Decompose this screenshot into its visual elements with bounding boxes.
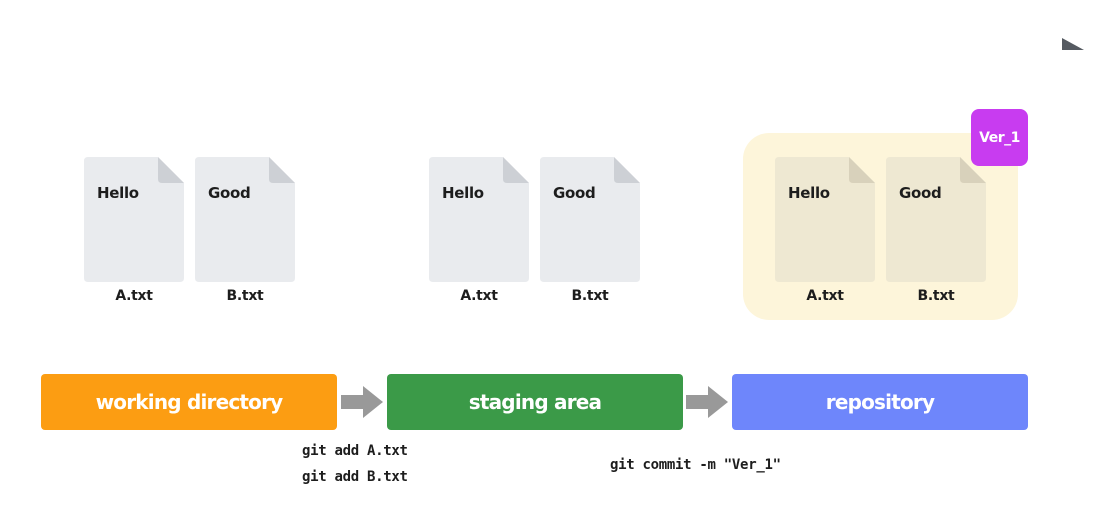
file-content: Good	[899, 184, 942, 202]
staging-file-a-icon: Hello	[429, 157, 529, 282]
staging-file-a-name: A.txt	[460, 288, 498, 304]
file-content: Hello	[788, 184, 830, 202]
staging-file-b-name: B.txt	[571, 288, 609, 304]
version-badge: Ver_1	[971, 109, 1028, 166]
git-commit-command: git commit -m "Ver_1"	[610, 457, 781, 473]
file-content: Good	[553, 184, 596, 202]
working-file-a-name: A.txt	[115, 288, 153, 304]
document-icon	[429, 157, 529, 282]
working-file-a-icon: Hello	[84, 157, 184, 282]
repository-box: repository	[732, 374, 1028, 430]
document-icon	[775, 157, 875, 282]
corner-triangle-mark	[1062, 38, 1084, 50]
git-add-b-command: git add B.txt	[302, 469, 408, 485]
repository-file-a-name: A.txt	[806, 288, 844, 304]
document-icon	[540, 157, 640, 282]
file-content: Hello	[442, 184, 484, 202]
repository-file-b-icon: Good	[886, 157, 986, 282]
document-icon	[886, 157, 986, 282]
document-icon	[195, 157, 295, 282]
file-content: Hello	[97, 184, 139, 202]
file-content: Good	[208, 184, 251, 202]
working-directory-box: working directory	[41, 374, 337, 430]
document-icon	[84, 157, 184, 282]
staging-file-b-icon: Good	[540, 157, 640, 282]
repository-file-b-name: B.txt	[917, 288, 955, 304]
git-add-a-command: git add A.txt	[302, 443, 408, 459]
working-file-b-icon: Good	[195, 157, 295, 282]
working-file-b-name: B.txt	[226, 288, 264, 304]
staging-area-box: staging area	[387, 374, 683, 430]
arrow-right-icon	[341, 386, 383, 418]
arrow-right-icon	[686, 386, 728, 418]
repository-file-a-icon: Hello	[775, 157, 875, 282]
